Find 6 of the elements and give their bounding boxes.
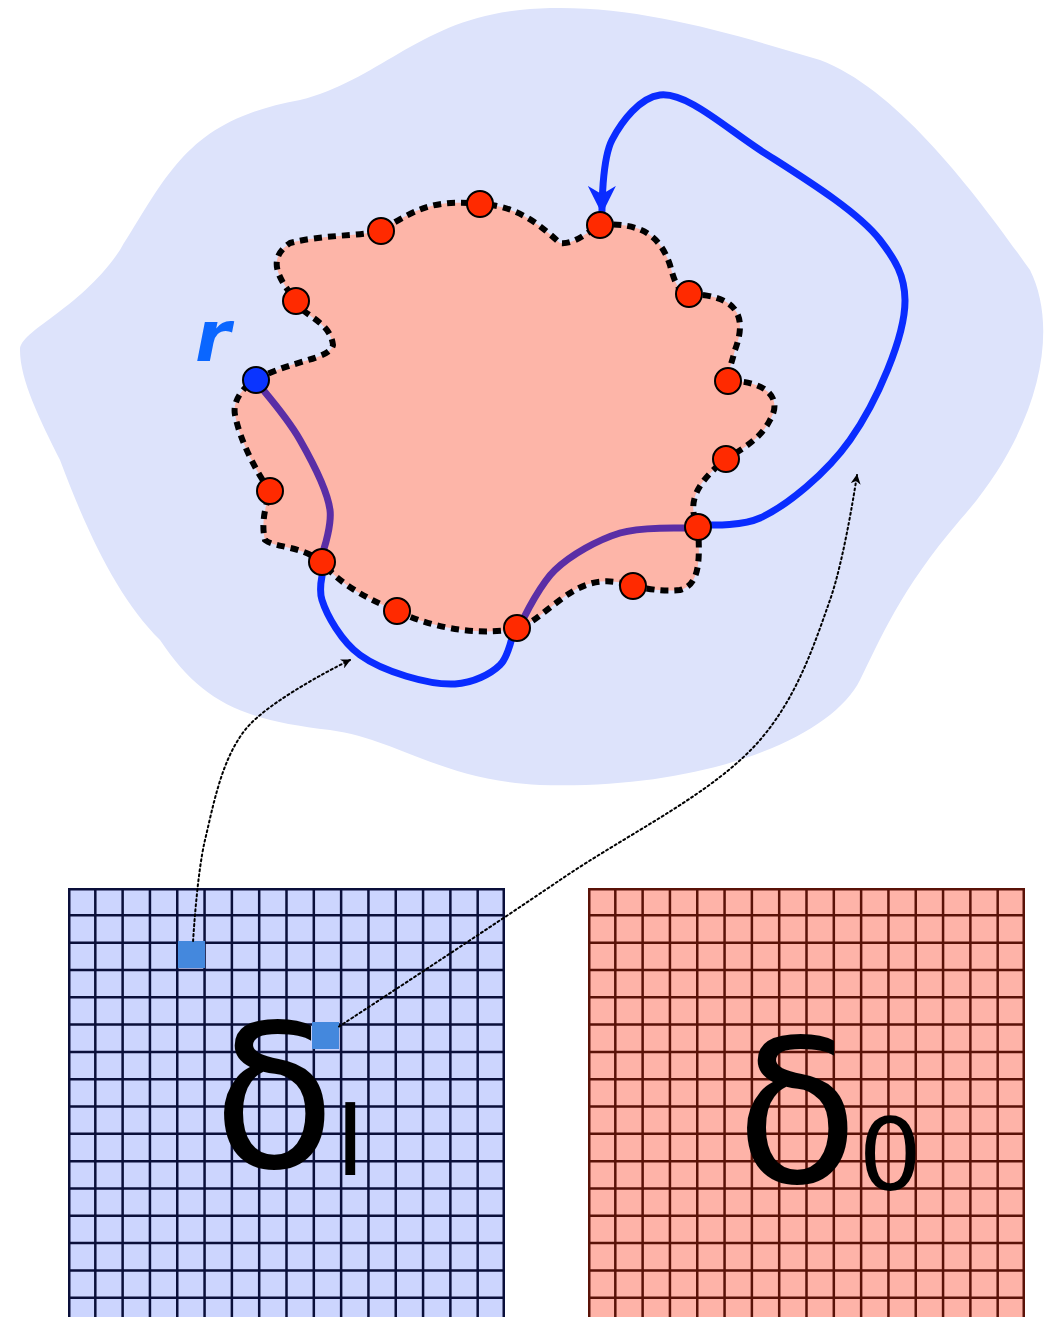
grid-panel bbox=[68, 888, 505, 1317]
grid-panel bbox=[588, 888, 1025, 1317]
curved-arrow bbox=[588, 91, 909, 529]
dotted-arrow bbox=[338, 474, 861, 1028]
dotted-arrow bbox=[192, 659, 351, 942]
highlighted-cell bbox=[178, 941, 205, 968]
